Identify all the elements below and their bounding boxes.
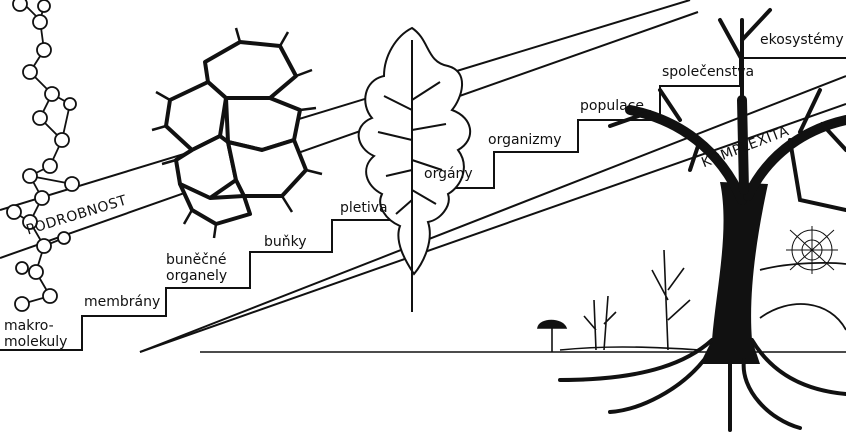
step-label-line: populace xyxy=(580,98,644,114)
step-label-organy: orgány xyxy=(424,166,473,182)
podrobnost-band xyxy=(0,0,699,259)
step-label-line: makro- xyxy=(4,318,54,334)
hill-icon xyxy=(759,262,846,331)
step-label-line: organizmy xyxy=(488,132,562,148)
oak-leaf-icon xyxy=(357,26,472,312)
mushroom-icon xyxy=(537,319,568,352)
step-label-line: buněčné xyxy=(166,252,226,268)
step-label-line: společenstva xyxy=(662,64,754,80)
cell-tissue-icon xyxy=(164,40,308,226)
step-label-line: pletiva xyxy=(340,200,388,216)
step-label-line: membrány xyxy=(84,294,160,310)
step-label-line: organely xyxy=(166,268,227,284)
tree-icon xyxy=(558,8,846,432)
cell-wall-stubs xyxy=(151,27,323,239)
step-label-organizmy: organizmy xyxy=(488,132,562,148)
spider-web-icon xyxy=(786,226,838,274)
step-label-pletiva: pletiva xyxy=(340,200,388,216)
step-label-bunky: buňky xyxy=(264,234,307,250)
step-label-line: orgány xyxy=(424,166,473,182)
step-label-populace: populace xyxy=(580,98,644,114)
step-label-line: buňky xyxy=(264,234,307,250)
step-label-spolecenstva: společenstva xyxy=(662,64,754,80)
step-label-line: ekosystémy xyxy=(760,32,844,48)
step-label-membrany: membrány xyxy=(84,294,160,310)
komplexita-band xyxy=(139,75,846,353)
macromolecule-chain-icon xyxy=(6,0,80,312)
step-label-ekosystemy: ekosystémy xyxy=(760,32,844,48)
small-plants-icon xyxy=(559,249,701,351)
step-label-makromolekuly: makro-molekuly xyxy=(4,318,67,350)
step-label-line: molekuly xyxy=(4,334,67,350)
